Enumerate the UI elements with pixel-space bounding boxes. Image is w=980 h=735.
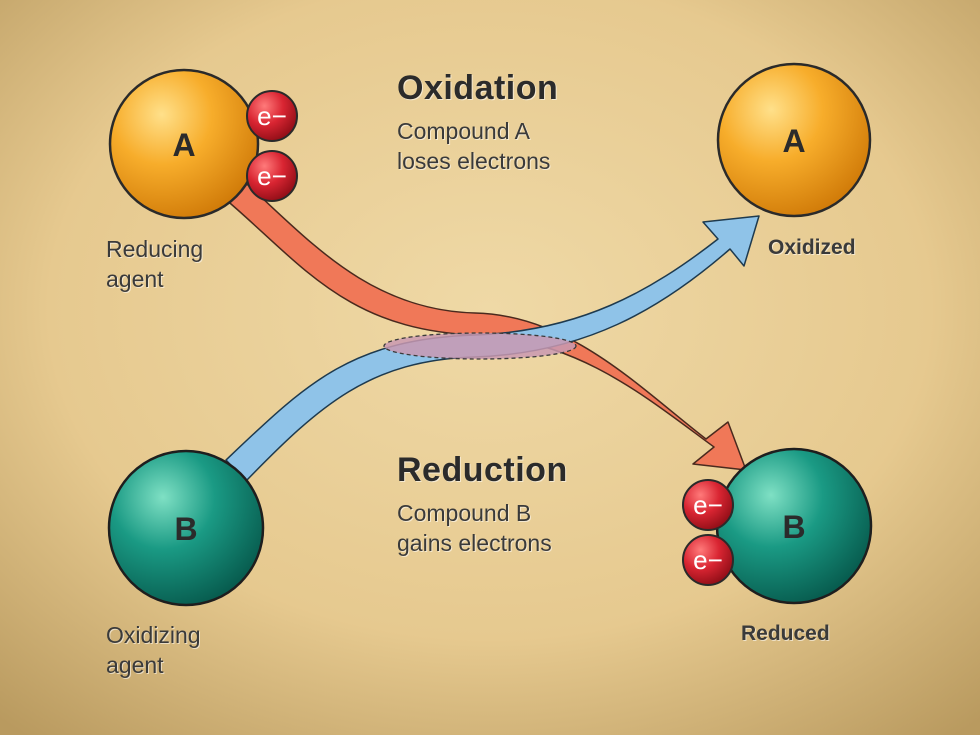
electron-symbol: e− [693,490,723,520]
oxidation-arrow [223,176,747,471]
reduced-label: Reduced [741,622,830,645]
compound-a-letter: A [782,123,805,159]
electron: e− [246,150,298,202]
electron: e− [682,534,734,586]
compound-a-reactant: A [108,68,260,220]
electron-symbol: e− [257,161,287,191]
electron: e− [682,479,734,531]
compound-b-reactant: B [107,449,265,607]
oxidation-heading: Oxidation [397,69,559,107]
compound-a-sphere [716,62,872,218]
compound-a-oxidized: A [716,62,872,218]
compound-b-reduced: B [715,447,873,605]
electron-symbol: e− [693,545,723,575]
electron: e− [246,90,298,142]
compound-b-sphere [107,449,265,607]
compound-b-letter: B [782,509,805,545]
oxidation-description: Compound A loses electrons [397,118,551,174]
compound-a-sphere [108,68,260,220]
reducing-agent-label: Reducing agent [106,236,204,292]
reduction-description: Compound B gains electrons [397,500,552,556]
compound-b-letter: B [174,511,197,547]
oxidized-label: Oxidized [768,236,856,259]
reduction-heading: Reduction [397,451,568,489]
arrow-overlap [383,332,577,360]
compound-a-letter: A [172,127,195,163]
oxidizing-agent-label: Oxidizing agent [106,622,201,678]
electron-symbol: e− [257,101,287,131]
